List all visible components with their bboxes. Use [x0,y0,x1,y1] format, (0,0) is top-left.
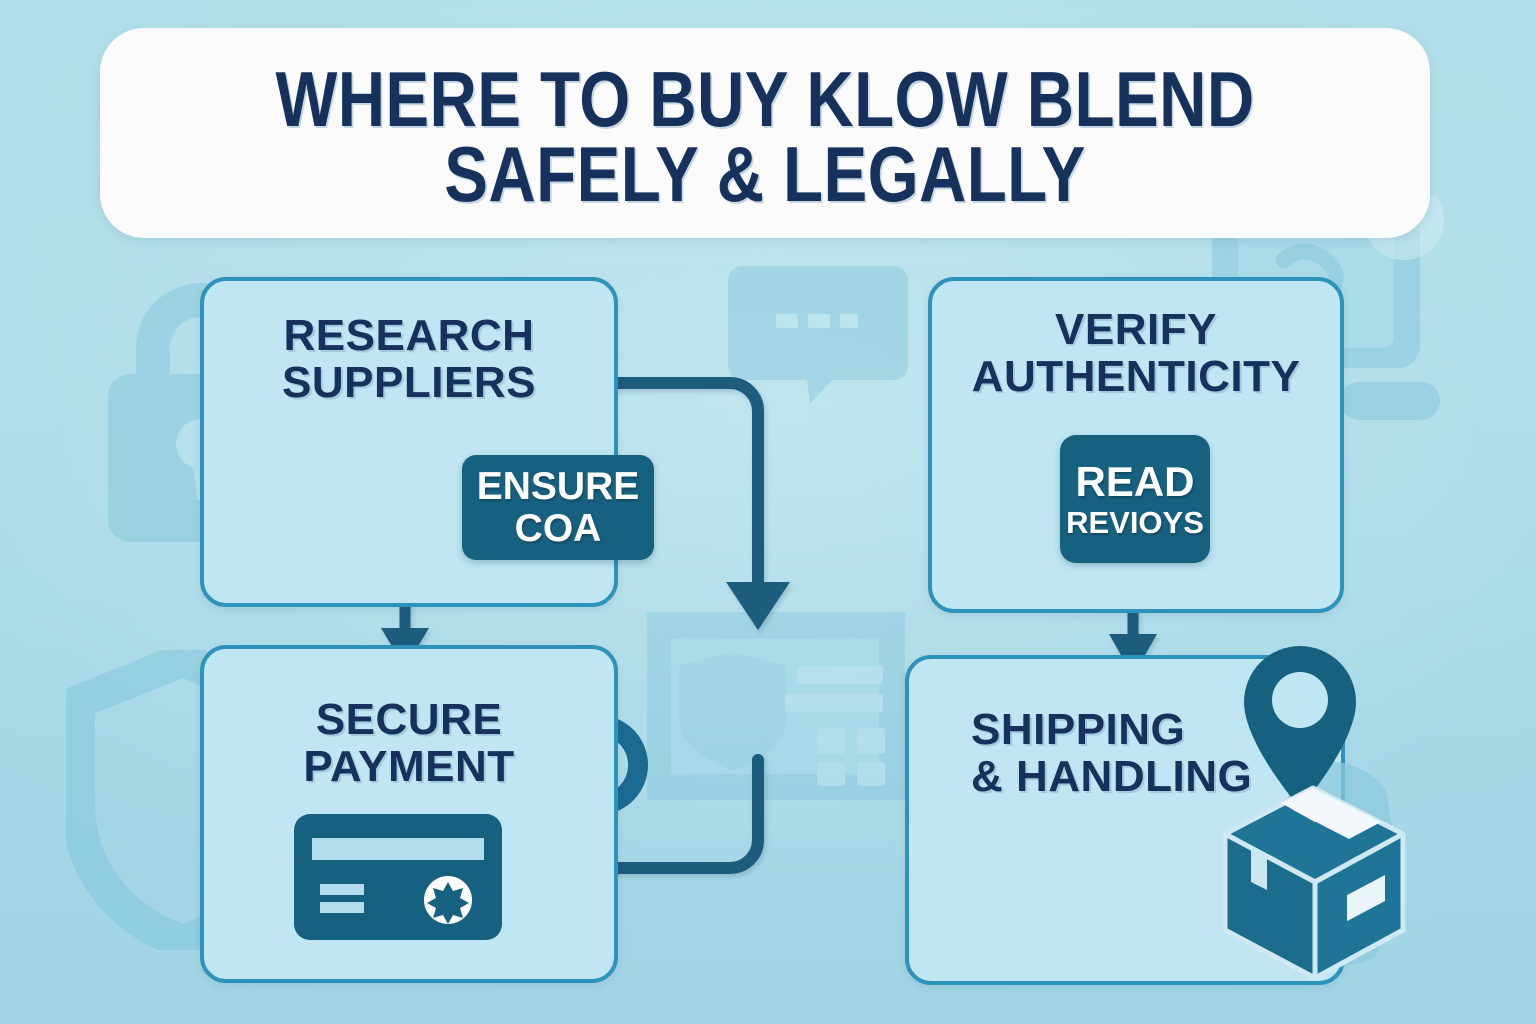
card-secure-payment-title: SECURE PAYMENT [303,695,515,791]
map-pin-icon [1244,646,1356,808]
package-box-icon [1195,638,1440,1013]
card-shipping-handling-title: SHIPPING & HANDLING [971,705,1253,801]
badge-ensure-coa-line2: COA [514,507,602,550]
badge-ensure-coa[interactable]: ENSURE COA [462,455,654,560]
card-verify-authenticity-title: VERIFY AUTHENTICITY [971,305,1301,401]
title-card: WHERE TO BUY KLOW BLEND SAFELY & LEGALLY [100,28,1430,238]
badge-ensure-coa-line1: ENSURE [476,465,640,508]
credit-card-icon [292,812,504,947]
badge-read-reviews[interactable]: READ REVIOYS [1060,435,1210,563]
box-icon [1222,785,1406,981]
badge-read-reviews-line2: REVIOYS [1066,504,1204,540]
card-research-suppliers-title: RESEARCH SUPPLIERS [282,311,536,407]
badge-read-reviews-line1: READ [1075,457,1195,505]
page-title: WHERE TO BUY KLOW BLEND SAFELY & LEGALLY [275,55,1255,218]
